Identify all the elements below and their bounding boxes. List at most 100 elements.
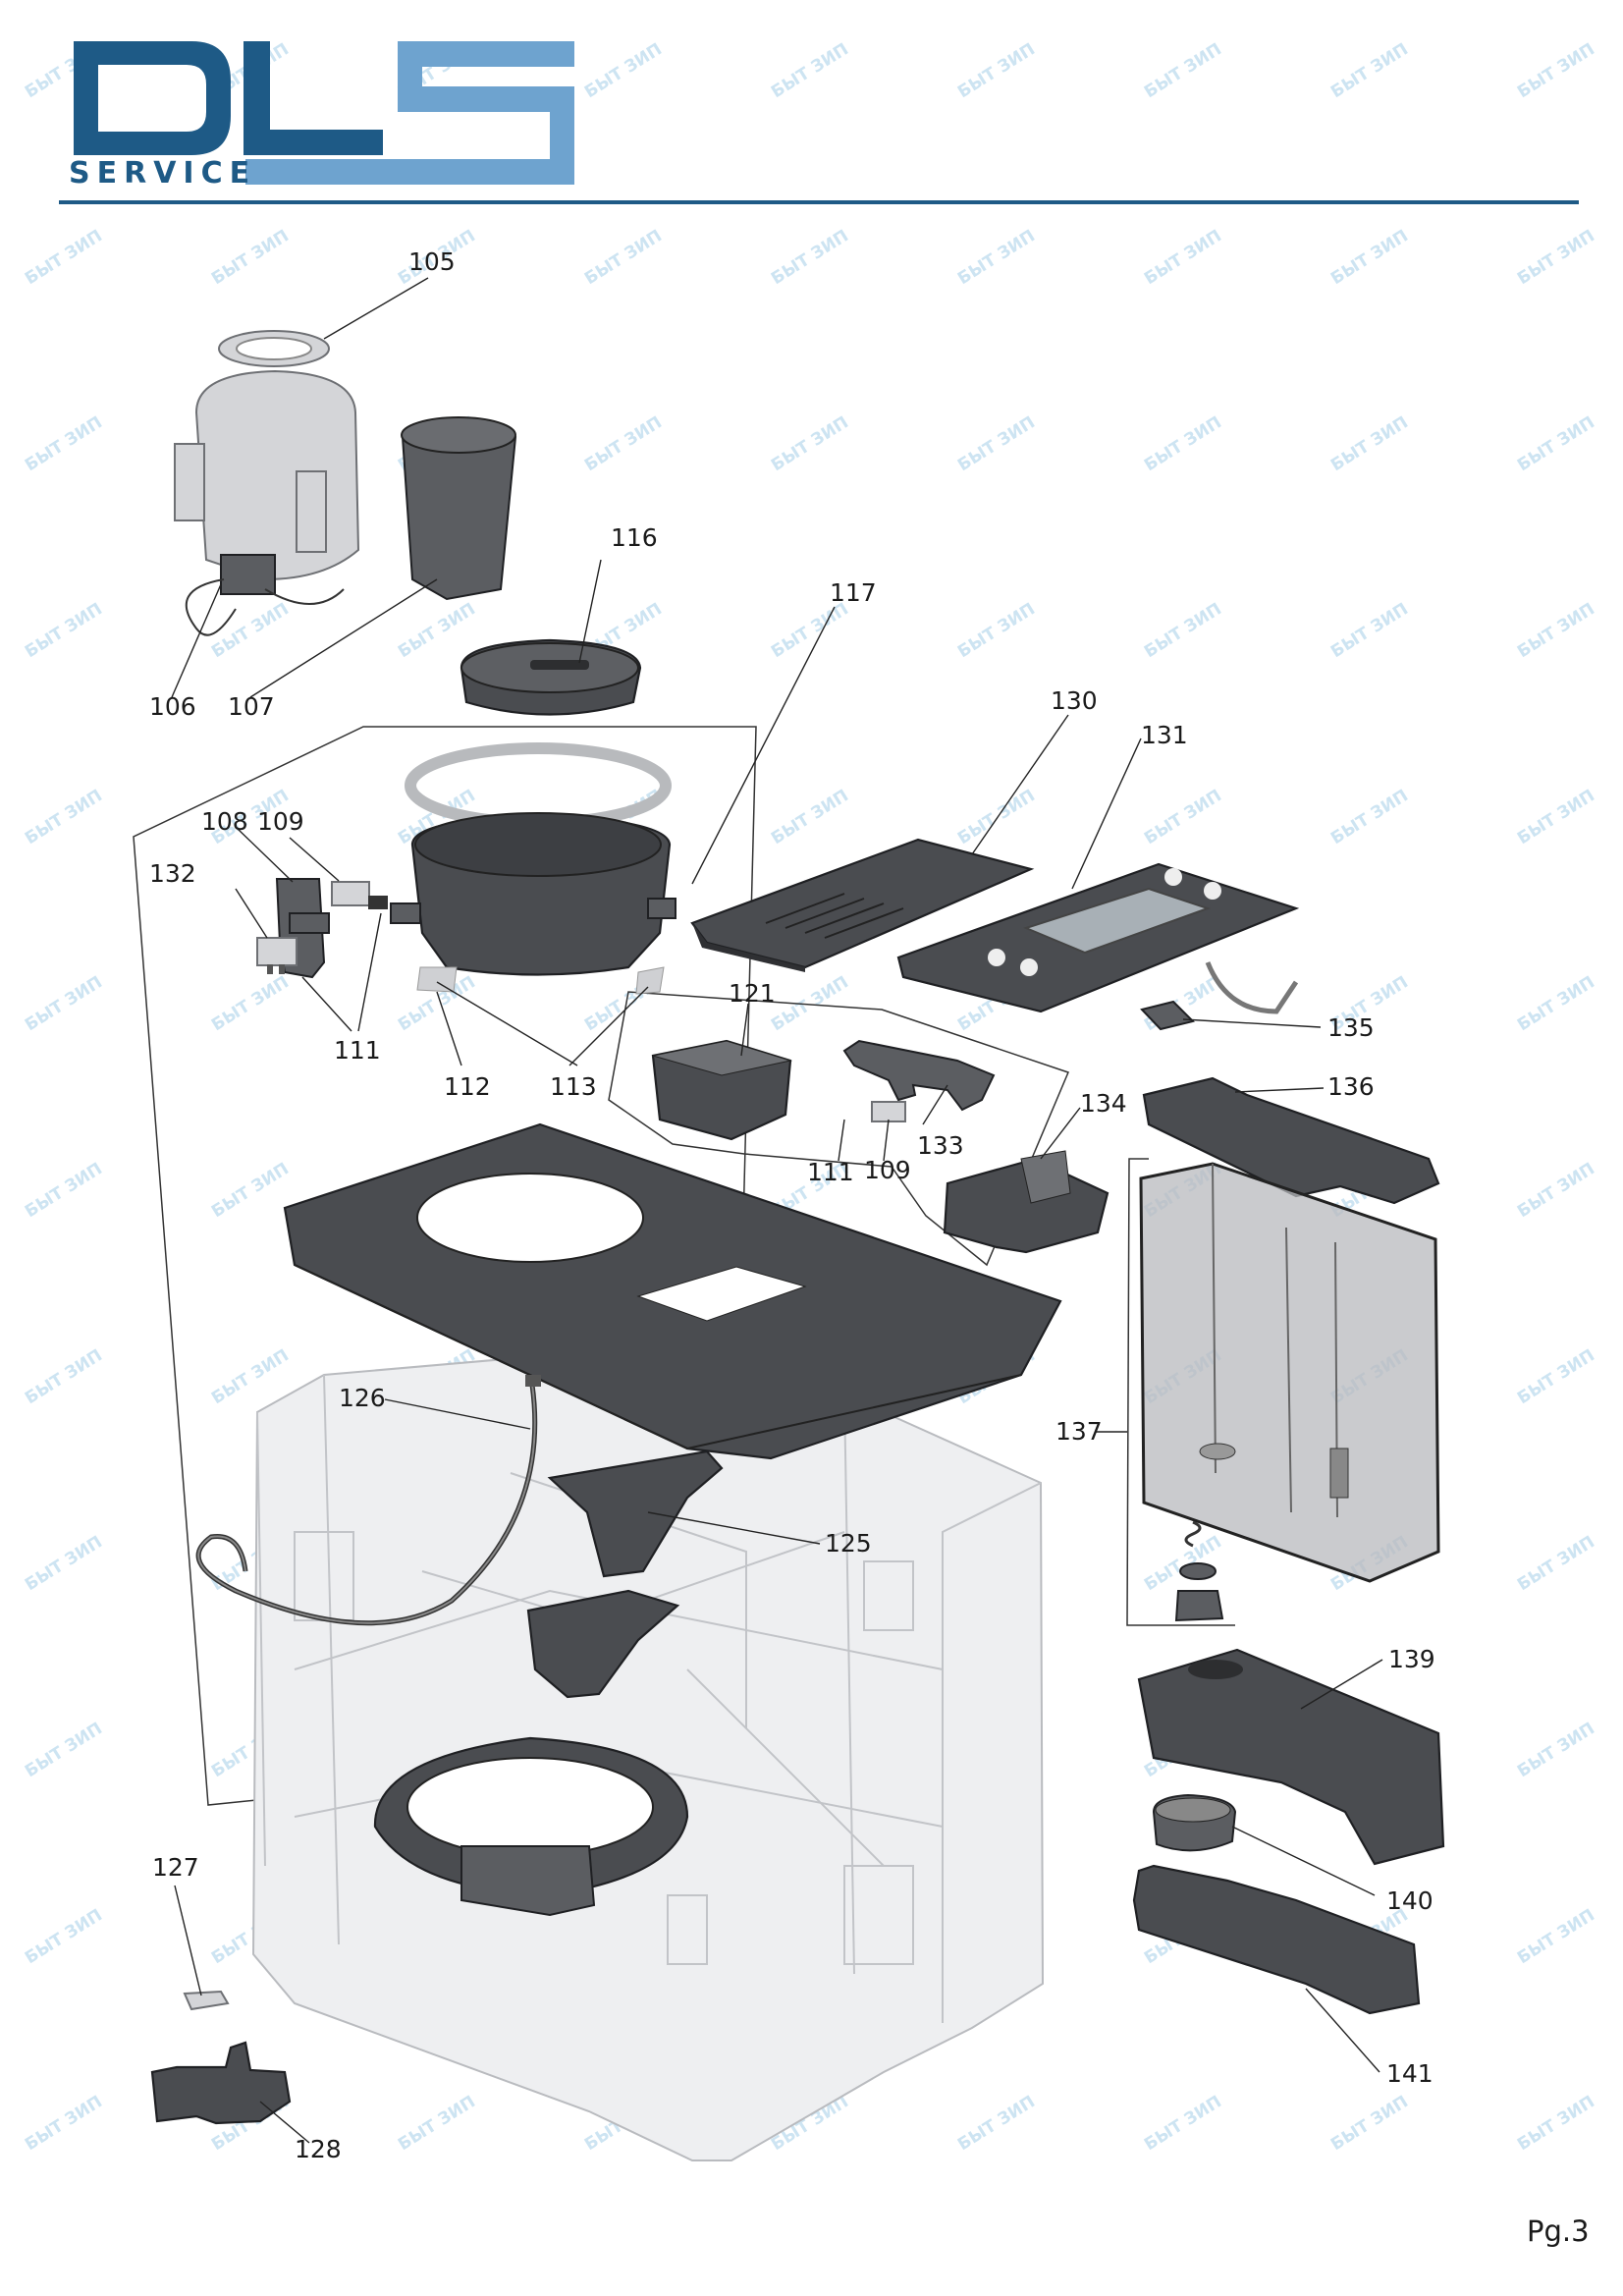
watermark-text: БЫТ ЗИП <box>581 412 666 475</box>
part-137-valve <box>1174 1520 1224 1622</box>
watermark-text: БЫТ ЗИП <box>1514 1159 1598 1222</box>
watermark-text: БЫТ ЗИП <box>954 39 1039 102</box>
watermark-text: БЫТ ЗИП <box>1514 786 1598 848</box>
watermark-text: БЫТ ЗИП <box>395 2092 479 2155</box>
label-116: 116 <box>611 523 658 552</box>
logo-letter-d <box>74 41 231 155</box>
part-134-holder <box>943 1150 1109 1254</box>
part-139-cover <box>1137 1648 1445 1866</box>
label-135: 135 <box>1327 1013 1375 1042</box>
watermark-text: БЫТ ЗИП <box>22 1345 106 1408</box>
part-116-cap <box>460 638 642 716</box>
logo-letter-l <box>243 41 383 155</box>
part-126-wire-harness <box>195 1375 541 1626</box>
watermark-text: БЫТ ЗИП <box>1141 39 1225 102</box>
label-140: 140 <box>1386 1886 1434 1915</box>
watermark-text: БЫТ ЗИП <box>1327 2092 1412 2155</box>
label-109: 109 <box>257 807 304 836</box>
header-rule <box>59 200 1579 204</box>
watermark-text: БЫТ ЗИП <box>1327 226 1412 289</box>
leader-lines <box>171 277 1383 2144</box>
watermark-text: БЫТ ЗИП <box>581 39 666 102</box>
watermark-text: БЫТ ЗИП <box>954 412 1039 475</box>
label-111b: 111 <box>807 1158 854 1186</box>
label-111: 111 <box>334 1036 381 1065</box>
label-113: 113 <box>550 1072 597 1101</box>
watermark-text: БЫТ ЗИП <box>1141 226 1225 289</box>
watermark-text: БЫТ ЗИП <box>22 599 106 662</box>
machine-chassis <box>251 1353 1045 2161</box>
part-127-sensor <box>183 1990 230 2011</box>
watermark-text: БЫТ ЗИП <box>22 1719 106 1781</box>
label-127: 127 <box>152 1853 199 1882</box>
watermark-text: БЫТ ЗИП <box>768 786 852 848</box>
part-141-base <box>1132 1864 1421 2015</box>
part-140-seal <box>1152 1793 1237 1852</box>
watermark-text: БЫТ ЗИП <box>395 599 479 662</box>
part-131-control-panel <box>896 862 1300 1014</box>
label-132: 132 <box>149 859 196 888</box>
part-125-funnels <box>373 1449 724 1917</box>
watermark-text: БЫТ ЗИП <box>1141 2092 1225 2155</box>
watermark-text: БЫТ ЗИП <box>768 412 852 475</box>
watermark-text: БЫТ ЗИП <box>1327 786 1412 848</box>
label-137: 137 <box>1055 1417 1103 1446</box>
watermark-text: БЫТ ЗИП <box>1514 1905 1598 1968</box>
label-121: 121 <box>729 979 776 1008</box>
watermark-text: БЫТ ЗИП <box>1141 972 1225 1035</box>
watermark-text: БЫТ ЗИП <box>581 226 666 289</box>
label-133: 133 <box>917 1131 964 1160</box>
part-135-connector <box>1140 1000 1195 1031</box>
label-126: 126 <box>339 1384 386 1412</box>
watermark-text: БЫТ ЗИП <box>22 226 106 289</box>
watermark-text: БЫТ ЗИП <box>22 1905 106 1968</box>
part-128-bracket <box>150 2041 292 2125</box>
watermark-text: БЫТ ЗИП <box>1514 1719 1598 1781</box>
watermark-text: БЫТ ЗИП <box>1327 599 1412 662</box>
part-137-water-tank <box>1139 1162 1440 1583</box>
watermark-text: БЫТ ЗИП <box>1514 226 1598 289</box>
watermark-text: БЫТ ЗИП <box>768 39 852 102</box>
part-133-lever <box>842 1039 996 1122</box>
label-141: 141 <box>1386 2059 1434 2088</box>
label-131: 131 <box>1141 721 1188 749</box>
group-outline-tank <box>1126 1158 1235 1626</box>
watermark-text: БЫТ ЗИП <box>22 1532 106 1595</box>
watermark-text: БЫТ ЗИП <box>208 972 293 1035</box>
label-106: 106 <box>149 692 196 721</box>
watermark-text: БЫТ ЗИП <box>1514 972 1598 1035</box>
label-117: 117 <box>830 578 877 607</box>
watermark-text: БЫТ ЗИП <box>22 972 106 1035</box>
watermark-text: БЫТ ЗИП <box>954 226 1039 289</box>
part-top-chassis-plate <box>283 1122 1062 1460</box>
label-125: 125 <box>825 1529 872 1558</box>
part-107-coffee-chute <box>401 416 517 601</box>
watermark-text: БЫТ ЗИП <box>22 2092 106 2155</box>
watermark-text: БЫТ ЗИП <box>954 2092 1039 2155</box>
label-130: 130 <box>1051 686 1098 715</box>
label-134: 134 <box>1080 1089 1127 1118</box>
watermark-text: БЫТ ЗИП <box>1141 1532 1225 1595</box>
part-105-grinder-motor <box>174 330 360 636</box>
part-112-113-pads <box>416 966 665 995</box>
part-labels: 105 106 107 116 117 130 131 108 109 132 … <box>149 247 1435 2163</box>
part-109-microswitch <box>331 881 388 909</box>
watermark-text: БЫТ ЗИП <box>954 786 1039 848</box>
watermark-text: БЫТ ЗИП <box>22 786 106 848</box>
label-107: 107 <box>228 692 275 721</box>
label-109b: 109 <box>864 1156 911 1184</box>
watermark-text: БЫТ ЗИП <box>1141 412 1225 475</box>
watermark-text: БЫТ ЗИП <box>208 1159 293 1222</box>
watermark-text: БЫТ ЗИП <box>768 226 852 289</box>
label-112: 112 <box>444 1072 491 1101</box>
logo-service-text: SERVICE <box>69 156 256 191</box>
watermark-text: БЫТ ЗИП <box>1514 39 1598 102</box>
label-128: 128 <box>295 2135 342 2163</box>
part-136-tank-lid <box>1142 1076 1440 1205</box>
watermark-text: БЫТ ЗИП <box>768 599 852 662</box>
watermark-text: БЫТ ЗИП <box>208 226 293 289</box>
watermark-text: БЫТ ЗИП <box>1514 1345 1598 1408</box>
label-108: 108 <box>201 807 248 836</box>
watermark-text: БЫТ ЗИП <box>1327 39 1412 102</box>
